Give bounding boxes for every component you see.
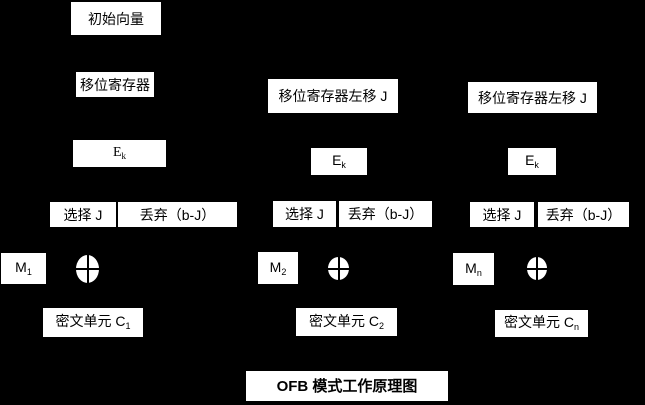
- ciphertext-cn-box: 密文单元 Cn: [495, 310, 588, 337]
- message-sub-2: 2: [281, 266, 287, 277]
- message-sub-3: n: [476, 267, 482, 278]
- xor-icon-1: [76, 255, 99, 283]
- shift-register-label-3: 移位寄存器左移 J: [478, 89, 587, 106]
- cipher-sub-1: k: [121, 151, 127, 161]
- ciphertext-sub-1: 1: [125, 321, 131, 331]
- shift-register-box-1: 移位寄存器: [76, 72, 154, 97]
- cipher-base-1: E: [112, 145, 122, 160]
- xor-icon-3: [527, 257, 547, 280]
- cipher-ek-box-3: Ek: [508, 148, 556, 175]
- discard-label-3: 丢弃（b-J）: [545, 206, 622, 223]
- discard-label-1: 丢弃（b-J）: [139, 206, 216, 223]
- cipher-sub-2: k: [341, 160, 346, 170]
- cipher-ek-box-1: Ek: [73, 140, 166, 167]
- select-j-label-3: 选择 J: [482, 206, 522, 223]
- discard-box-1: 丢弃（b-J）: [118, 202, 237, 227]
- discard-box-3: 丢弃（b-J）: [538, 202, 629, 227]
- shift-register-box-2: 移位寄存器左移 J: [268, 79, 398, 113]
- cipher-base-2: E: [332, 152, 342, 168]
- cipher-sub-3: k: [534, 160, 539, 170]
- ciphertext-base-3: 密文单元 C: [503, 314, 574, 330]
- message-m2-box: M2: [258, 252, 298, 284]
- shift-register-box-3: 移位寄存器左移 J: [468, 82, 597, 113]
- message-m1-box: M1: [1, 253, 46, 284]
- shift-register-label-1: 移位寄存器: [80, 76, 150, 93]
- iv-label: 初始向量: [88, 10, 144, 27]
- discard-label-2: 丢弃（b-J）: [347, 206, 424, 222]
- discard-box-2: 丢弃（b-J）: [339, 201, 432, 227]
- message-mn-box: Mn: [453, 253, 494, 285]
- message-base-3: M: [465, 259, 477, 276]
- shift-register-label-2: 移位寄存器左移 J: [278, 88, 388, 104]
- select-j-label-2: 选择 J: [285, 206, 324, 222]
- ciphertext-base-2: 密文单元 C: [308, 312, 379, 329]
- message-sub-1: 1: [26, 267, 32, 277]
- cipher-ek-box-2: Ek: [311, 148, 367, 175]
- iv-box: 初始向量: [71, 2, 161, 35]
- message-base-2: M: [269, 258, 282, 275]
- xor-icon-2: [328, 257, 349, 280]
- ciphertext-sub-2: 2: [378, 320, 384, 331]
- ciphertext-sub-3: n: [573, 322, 579, 332]
- ciphertext-c2-box: 密文单元 C2: [296, 308, 397, 336]
- cipher-base-3: E: [525, 152, 535, 168]
- ciphertext-c1-box: 密文单元 C1: [43, 308, 143, 337]
- select-j-box-1: 选择 J: [50, 202, 116, 227]
- select-j-box-2: 选择 J: [273, 201, 336, 227]
- diagram-title: OFB 模式工作原理图: [246, 371, 448, 401]
- ciphertext-base-1: 密文单元 C: [55, 313, 126, 329]
- diagram-title-label: OFB 模式工作原理图: [276, 377, 418, 395]
- select-j-box-3: 选择 J: [470, 202, 534, 227]
- message-base-1: M: [15, 259, 27, 275]
- select-j-label-1: 选择 J: [63, 206, 103, 223]
